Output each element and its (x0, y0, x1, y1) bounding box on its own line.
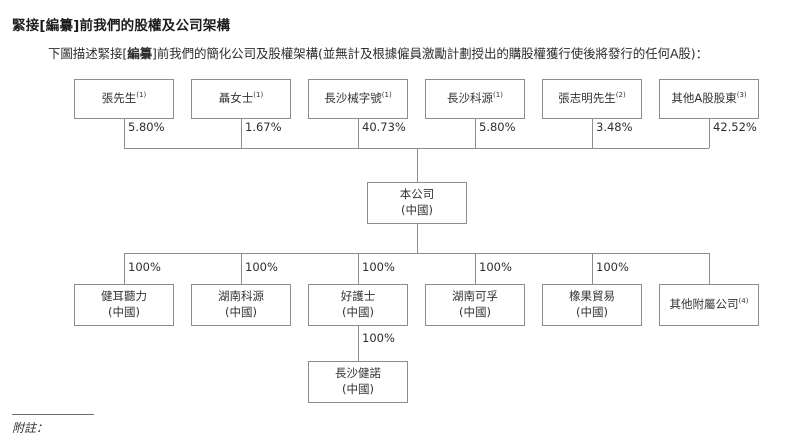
company-outbound-connector (417, 224, 418, 253)
intro-bold-term: 編纂 (127, 46, 152, 61)
node-title: 好護士 (340, 289, 376, 304)
shareholder-box-5[interactable]: 張志明先生(2) (542, 79, 642, 119)
shareholder-box-6[interactable]: 其他A股股東(3) (659, 79, 759, 119)
shareholder-percent-4: 5.80% (479, 120, 516, 134)
company-box[interactable]: 本公司(中國) (367, 182, 467, 224)
subsidiary-box-4[interactable]: 湖南可孚(中國) (425, 284, 525, 326)
shareholder-connector-5 (592, 119, 593, 148)
shareholder-percent-5: 3.48% (596, 120, 633, 134)
subsidiary-box-5[interactable]: 橡果貿易(中國) (542, 284, 642, 326)
subsidiary-percent-1: 100% (128, 260, 161, 274)
subsidiary-connector-4 (475, 253, 476, 284)
subsidiary-box-2[interactable]: 湖南科源(中國) (191, 284, 291, 326)
footnote-marker: (2) (615, 91, 626, 100)
footnote-marker: (1) (253, 91, 264, 100)
node-title: 張志明先生(2) (558, 91, 626, 106)
intro-paragraph: 下圖描述緊接[編纂]前我們的簡化公司及股權架構(並無計及根據僱員激勵計劃授出的購… (48, 45, 799, 63)
sub-subsidiary-percent: 100% (362, 331, 395, 345)
shareholder-bus-line (124, 148, 709, 149)
node-title: 健耳聽力 (101, 289, 147, 304)
node-title: 聶女士(1) (218, 91, 264, 106)
page-title: 緊接[編纂]前我們的股權及公司架構 (12, 18, 231, 34)
node-title: 橡果貿易 (569, 289, 615, 304)
shareholder-percent-2: 1.67% (245, 120, 282, 134)
node-title: 長沙械字號(1) (324, 91, 392, 106)
shareholder-box-3[interactable]: 長沙械字號(1) (308, 79, 408, 119)
company-inbound-connector (417, 148, 418, 182)
node-title: 湖南科源 (218, 289, 264, 304)
shareholder-percent-1: 5.80% (128, 120, 165, 134)
footnote-marker: (1) (493, 91, 503, 100)
subsidiary-bus-line (124, 253, 709, 254)
node-title: 長沙科源(1) (447, 91, 503, 106)
shareholder-box-2[interactable]: 聶女士(1) (191, 79, 291, 119)
shareholder-box-1[interactable]: 張先生(1) (74, 79, 174, 119)
subsidiary-percent-4: 100% (479, 260, 512, 274)
subsidiary-connector-3 (358, 253, 359, 284)
subsidiary-connector-5 (592, 253, 593, 284)
node-title: 張先生(1) (101, 91, 147, 106)
subsidiary-connector-1 (124, 253, 125, 284)
subsidiary-percent-2: 100% (245, 260, 278, 274)
footnote-marker: (1) (381, 91, 392, 100)
footnote-label: 附註： (12, 421, 49, 435)
shareholder-connector-1 (124, 119, 125, 148)
sub-subsidiary-box[interactable]: 長沙健諾(中國) (308, 361, 408, 403)
node-title: 湖南可孚 (452, 289, 498, 304)
node-jurisdiction: (中國) (342, 305, 374, 319)
node-title: 其他附屬公司(4) (669, 297, 749, 312)
shareholder-connector-3 (358, 119, 359, 148)
subsidiary-connector-2 (241, 253, 242, 284)
node-jurisdiction: (中國) (108, 305, 140, 319)
shareholder-box-4[interactable]: 長沙科源(1) (425, 79, 525, 119)
subsidiary-box-3[interactable]: 好護士(中國) (308, 284, 408, 326)
node-jurisdiction: (中國) (342, 382, 374, 396)
footnote-marker: (4) (738, 297, 749, 306)
sub-subsidiary-connector (358, 326, 359, 361)
shareholder-connector-6 (709, 119, 710, 148)
intro-prefix: 下圖描述緊接[ (48, 46, 128, 61)
shareholder-percent-6: 42.52% (713, 120, 757, 134)
subsidiary-connector-6 (709, 253, 710, 284)
node-jurisdiction: (中國) (576, 305, 608, 319)
subsidiary-box-1[interactable]: 健耳聽力(中國) (74, 284, 174, 326)
shareholder-connector-2 (241, 119, 242, 148)
footnote-marker: (1) (136, 91, 147, 100)
node-jurisdiction: (中國) (401, 203, 433, 217)
node-jurisdiction: (中國) (225, 305, 257, 319)
node-title: 本公司 (399, 187, 435, 202)
shareholder-connector-4 (475, 119, 476, 148)
subsidiary-percent-3: 100% (362, 260, 395, 274)
node-title: 其他A股股東(3) (671, 91, 747, 106)
node-jurisdiction: (中國) (459, 305, 491, 319)
footnote-divider (12, 414, 94, 415)
subsidiary-box-6[interactable]: 其他附屬公司(4) (659, 284, 759, 326)
intro-suffix: ]前我們的簡化公司及股權架構(並無計及根據僱員激勵計劃授出的購股權獲行使後將發行… (152, 46, 708, 61)
footnote-marker: (3) (736, 91, 747, 100)
node-title: 長沙健諾 (335, 366, 381, 381)
subsidiary-percent-5: 100% (596, 260, 629, 274)
shareholder-percent-3: 40.73% (362, 120, 406, 134)
